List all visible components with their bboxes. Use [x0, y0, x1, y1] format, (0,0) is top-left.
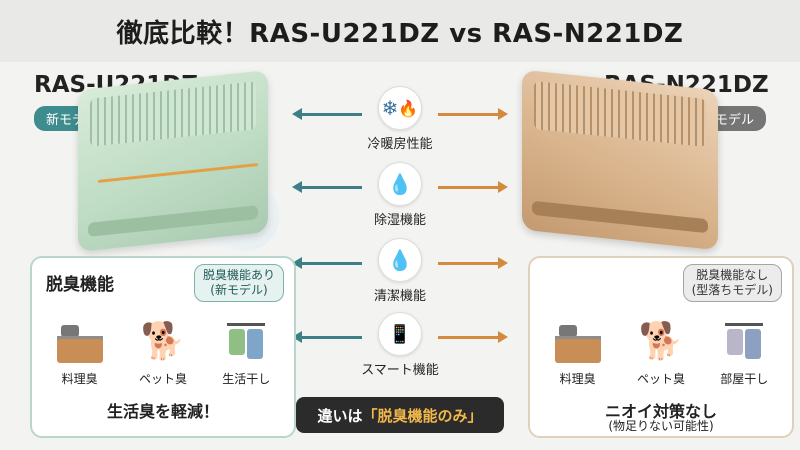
feature-heating-cooling: ❄🔥 冷暖房性能 [340, 86, 460, 152]
right-deodorize-panel: 脱臭機能なし (型落ちモデル) 料理臭 🐕 ペット臭 部屋干し ニオイ対策なし … [528, 256, 794, 438]
air-conditioner-new-illustration [78, 70, 268, 252]
laundry-icon [705, 316, 783, 366]
item-laundry-odor: 生活干し [207, 316, 285, 387]
feature-smart: 📱 スマート機能 [340, 312, 460, 378]
snowflake-flame-icon: ❄🔥 [378, 86, 422, 130]
water-drops-icon: 💧 [378, 162, 422, 206]
arrow-right-3 [438, 257, 508, 269]
water-drop-icon: 💧 [378, 238, 422, 282]
deodorize-no-badge: 脱臭機能なし (型落ちモデル) [682, 264, 782, 302]
right-panel-footer-sub: (物足りない可能性) [608, 419, 714, 433]
air-conditioner-old-illustration [522, 69, 718, 251]
conclusion-banner: 違いは「脱臭機能のみ」 [296, 397, 504, 433]
item-pet-odor: 🐕 ペット臭 [124, 316, 202, 387]
arrow-right-1 [438, 108, 508, 120]
laundry-icon [207, 316, 285, 366]
panel-title: 脱臭機能 [46, 275, 114, 295]
item-cooking-odor: 料理臭 [41, 316, 119, 387]
kitchen-icon [539, 316, 617, 366]
conclusion-highlight: 「脱臭機能のみ」 [362, 406, 483, 425]
feature-clean: 💧 清潔機能 [340, 238, 460, 304]
left-panel-footer: 生活臭を軽減！ [106, 402, 219, 421]
item-indoor-laundry-odor: 部屋干し [705, 316, 783, 387]
arrow-left-3 [292, 257, 362, 269]
arrow-left-2 [292, 181, 362, 193]
arrow-left-1 [292, 108, 362, 120]
deodorize-yes-badge: 脱臭機能あり (新モデル) [193, 264, 284, 302]
page-title: 徹底比較！RAS-U221DZ vs RAS-N221DZ [116, 18, 684, 49]
conclusion-prefix: 違いは [317, 406, 363, 425]
title-bar: 徹底比較！RAS-U221DZ vs RAS-N221DZ [0, 0, 800, 62]
item-pet-odor: 🐕 ペット臭 [622, 316, 700, 387]
dog-icon: 🐕 [638, 321, 684, 362]
arrow-right-4 [438, 331, 508, 343]
feature-dehumidify: 💧 除湿機能 [340, 162, 460, 228]
smartphone-icon: 📱 [378, 312, 422, 356]
arrow-right-2 [438, 181, 508, 193]
right-panel-footer: ニオイ対策なし [604, 402, 717, 421]
left-deodorize-panel: 脱臭機能 脱臭機能あり (新モデル) 料理臭 🐕 ペット臭 生活干し 生活臭を軽… [30, 256, 296, 438]
item-cooking-odor: 料理臭 [539, 316, 617, 387]
kitchen-icon [41, 316, 119, 366]
dog-icon: 🐕 [140, 321, 186, 362]
arrow-left-4 [292, 331, 362, 343]
